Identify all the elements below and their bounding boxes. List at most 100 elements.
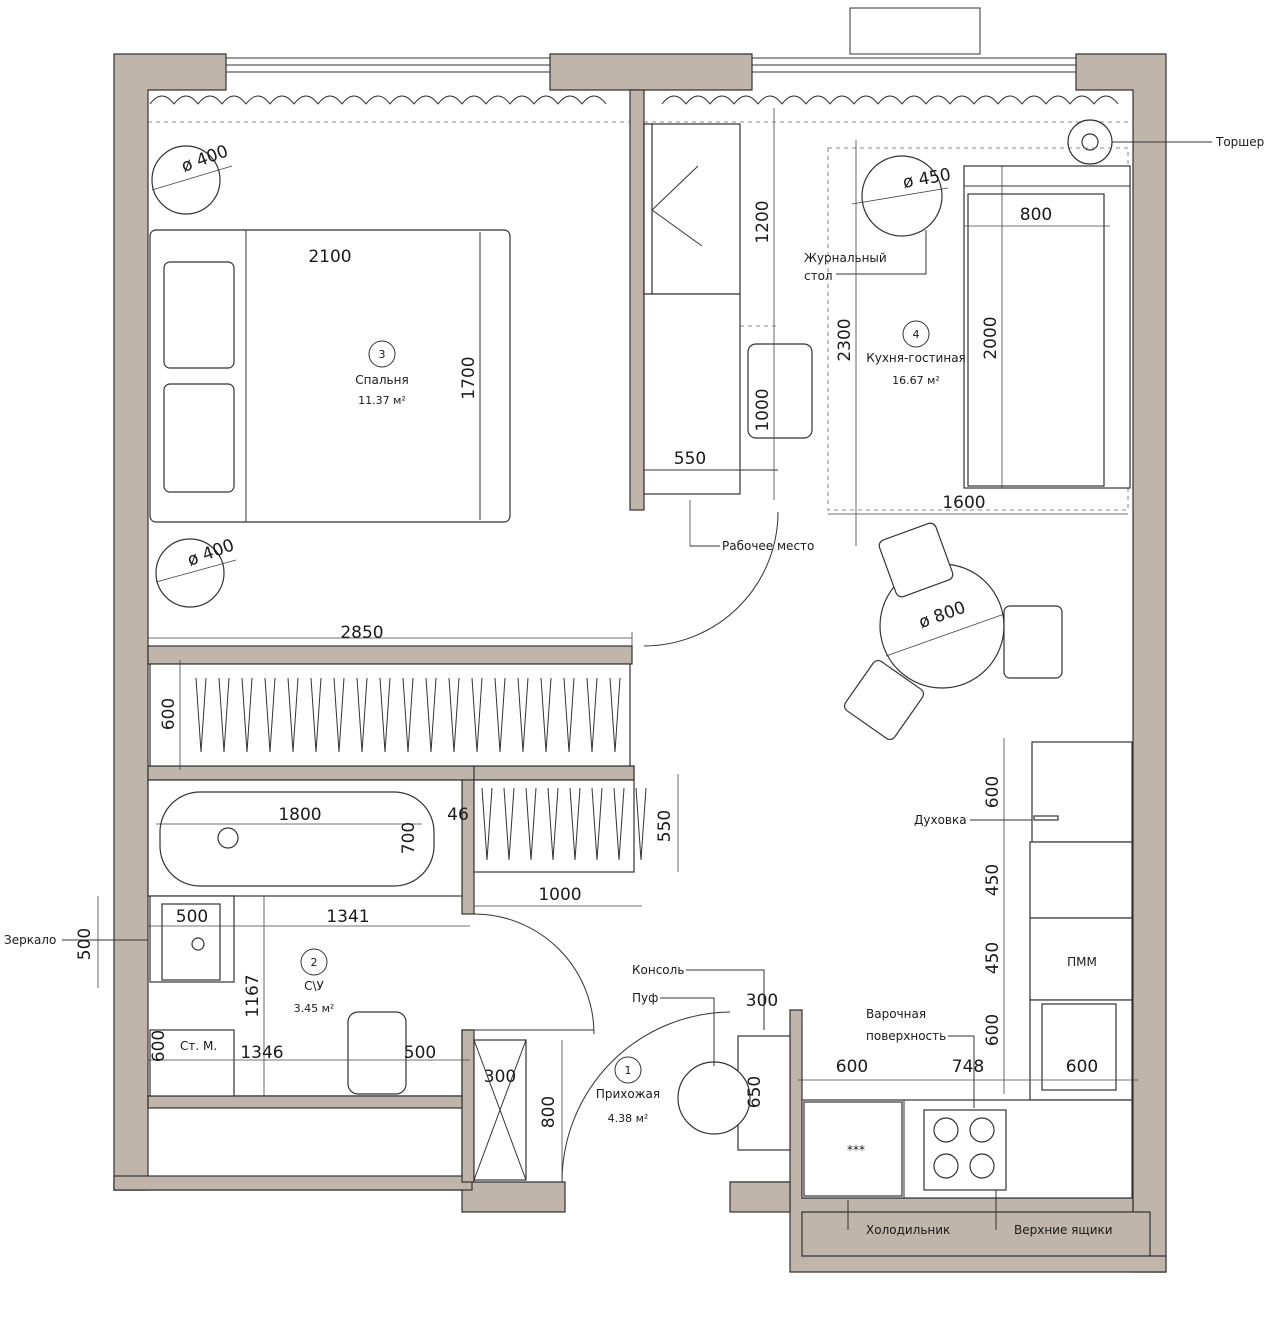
curtains — [148, 95, 1133, 123]
pillow-2 — [163, 383, 235, 493]
dim-46: 46 — [447, 805, 469, 825]
dim-600-bottom: 600 — [836, 1057, 868, 1077]
dim-1346: 1346 — [240, 1043, 283, 1063]
label-holod: Холодильник — [866, 1223, 950, 1237]
chair — [747, 343, 813, 439]
room-3-name: Спальня — [355, 373, 408, 387]
dim-500-toilet: 500 — [404, 1043, 436, 1063]
room-2-name: С\У — [304, 979, 324, 993]
closet — [473, 774, 679, 907]
entrance-door — [561, 1011, 731, 1183]
sink — [1041, 1003, 1117, 1091]
pillow-1 — [163, 261, 235, 369]
dim-450-a: 450 — [983, 864, 1003, 896]
dim-748: 748 — [952, 1057, 984, 1077]
room-3-area: 11.37 м² — [358, 394, 406, 407]
dim-550-closet: 550 — [655, 810, 675, 842]
partition-bath-bottom — [147, 1095, 463, 1109]
room-4-area: 16.67 м² — [892, 374, 940, 387]
dim-1341: 1341 — [326, 907, 369, 927]
dim-2300: 2300 — [835, 318, 855, 361]
dim-300-hall: 300 — [484, 1067, 516, 1087]
kitchen — [798, 738, 1138, 1230]
room-1-name: Прихожая — [596, 1087, 660, 1101]
dim-1000-closet: 1000 — [538, 885, 581, 905]
walls — [113, 53, 1167, 1273]
pouf — [677, 1061, 751, 1135]
label-zhurnal-2: стол — [804, 269, 833, 283]
bottom-wall-left-low — [113, 1175, 473, 1191]
bottom-wall-right — [730, 1009, 1167, 1273]
dim-1600: 1600 — [942, 493, 985, 513]
dim-1000-desk: 1000 — [753, 388, 773, 431]
dim-1800: 1800 — [278, 805, 321, 825]
cabinet-450a — [1029, 841, 1133, 919]
dim-2100: 2100 — [308, 247, 351, 267]
curtain-right — [661, 95, 1119, 105]
label-zerkalo: Зеркало — [4, 933, 56, 947]
room-4-number: 4 — [913, 328, 920, 341]
washing-machine — [149, 1029, 235, 1097]
partition-h3 — [473, 765, 635, 781]
entrance — [473, 969, 791, 1183]
partition-bath-right2 — [461, 1029, 475, 1183]
label-pmm: ПММ — [1067, 955, 1097, 969]
bathroom — [62, 779, 595, 1097]
sofa-seat — [967, 193, 1105, 487]
dim-2850: 2850 — [340, 623, 383, 643]
bed — [149, 229, 511, 523]
dining-chair-3 — [843, 659, 925, 741]
dim-600-sink-w: 600 — [1066, 1057, 1098, 1077]
label-st-m: Ст. М. — [180, 1039, 217, 1053]
dim-700: 700 — [399, 822, 419, 854]
oven-column — [1031, 741, 1133, 843]
room-labels: 3 Спальня 11.37 м² 4 Кухня-гостиная 16.6… — [294, 320, 966, 1125]
dim-600-sink: 600 — [983, 1014, 1003, 1046]
dim-2000: 2000 — [981, 316, 1001, 359]
bedroom — [148, 145, 633, 770]
fridge-box — [803, 1101, 903, 1197]
dim-500-basin: 500 — [176, 907, 208, 927]
dim-600-wardrobe: 600 — [159, 698, 179, 730]
bath-door — [473, 913, 595, 1035]
dim-650: 650 — [745, 1076, 765, 1108]
curtain-left — [149, 95, 607, 105]
label-var-2: поверхность — [866, 1029, 946, 1043]
room-1-number: 1 — [625, 1064, 632, 1077]
top-wall-mid — [549, 53, 753, 91]
annotations: Торшер Журнальный стол Рабочее место Дух… — [4, 135, 1264, 1237]
dishwasher — [1029, 917, 1133, 1001]
room-2-number: 2 — [311, 956, 318, 969]
workplace — [643, 108, 813, 547]
dim-550-desk: 550 — [674, 449, 706, 469]
label-verh: Верхние ящики — [1014, 1223, 1113, 1237]
dim-600-oven: 600 — [983, 776, 1003, 808]
toilet — [347, 1011, 407, 1095]
partition-bath-right — [461, 779, 475, 915]
label-stars: *** — [847, 1143, 865, 1157]
desk — [643, 123, 741, 295]
desk-shelf — [643, 123, 653, 295]
dim-600-washer: 600 — [149, 1030, 169, 1062]
windows — [225, 7, 1077, 73]
room-4-name: Кухня-гостиная — [866, 351, 966, 365]
dim-450-b: 450 — [983, 942, 1003, 974]
label-zhurnal-1: Журнальный — [804, 251, 887, 265]
partition-h1 — [147, 645, 633, 665]
balcony-stub — [849, 7, 981, 55]
dim-800-sofa: 800 — [1020, 205, 1052, 225]
living — [827, 119, 1212, 741]
dim-300-console: 300 — [746, 991, 778, 1011]
dining-chair-1 — [878, 522, 954, 598]
dim-500-mirror: 500 — [75, 928, 95, 960]
partition-vertical — [629, 89, 645, 511]
closet-cabinet — [473, 779, 635, 873]
label-puf: Пуф — [632, 991, 658, 1005]
room-1-area: 4.38 м² — [608, 1112, 649, 1125]
room-2-area: 3.45 м² — [294, 1002, 335, 1015]
dim-1200: 1200 — [753, 200, 773, 243]
label-work: Рабочее место — [722, 539, 814, 553]
dim-1700: 1700 — [459, 356, 479, 399]
label-var-1: Варочная — [866, 1007, 926, 1021]
